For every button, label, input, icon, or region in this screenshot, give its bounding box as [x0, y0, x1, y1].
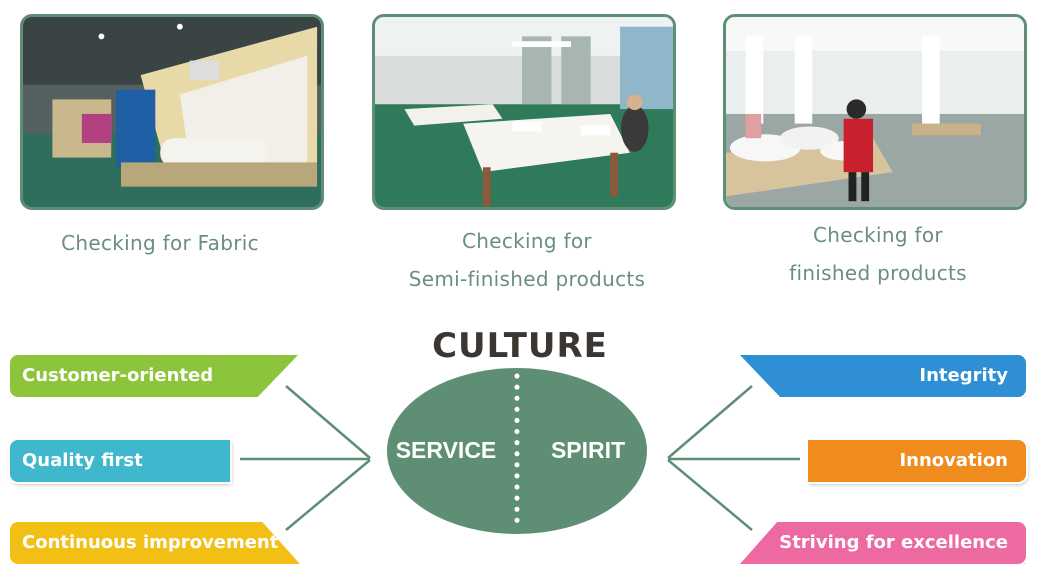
photo-semi-finished-checking	[372, 14, 676, 210]
finished-workshop-image	[726, 17, 1024, 207]
caption-finished: Checking for finished products	[723, 216, 1033, 292]
connector-left-bottom	[285, 459, 371, 531]
value-continuous-improvement: Continuous improvement	[10, 522, 300, 564]
culture-title: CULTURE	[432, 326, 608, 366]
caption-line: Checking for	[813, 223, 943, 247]
caption-fabric: Checking for Fabric	[20, 224, 300, 262]
photo-finished-checking	[723, 14, 1027, 210]
connector-lines	[240, 385, 800, 531]
photo-fabric-checking	[20, 14, 324, 210]
service-label: SERVICE	[396, 437, 497, 463]
connector-right-bottom	[667, 459, 753, 531]
spirit-label: SPIRIT	[551, 437, 625, 463]
caption-semi-finished: Checking for Semi-finished products	[372, 222, 682, 298]
caption-line: finished products	[789, 261, 967, 285]
connector-left-top	[285, 385, 371, 459]
semi-finished-workshop-image	[375, 17, 673, 207]
culture-ellipse	[387, 368, 647, 534]
value-customer-oriented: Customer-oriented	[10, 355, 298, 397]
fabric-machine-image	[23, 17, 321, 207]
value-innovation: Innovation	[808, 440, 1026, 482]
caption-line: Semi-finished products	[408, 267, 646, 291]
value-integrity: Integrity	[740, 355, 1026, 397]
connector-right-top	[667, 385, 753, 459]
value-quality-first: Quality first	[10, 440, 230, 482]
caption-line: Checking for Fabric	[61, 231, 259, 255]
value-striving-for-excellence: Striving for excellence	[740, 522, 1026, 564]
caption-line: Checking for	[462, 229, 592, 253]
